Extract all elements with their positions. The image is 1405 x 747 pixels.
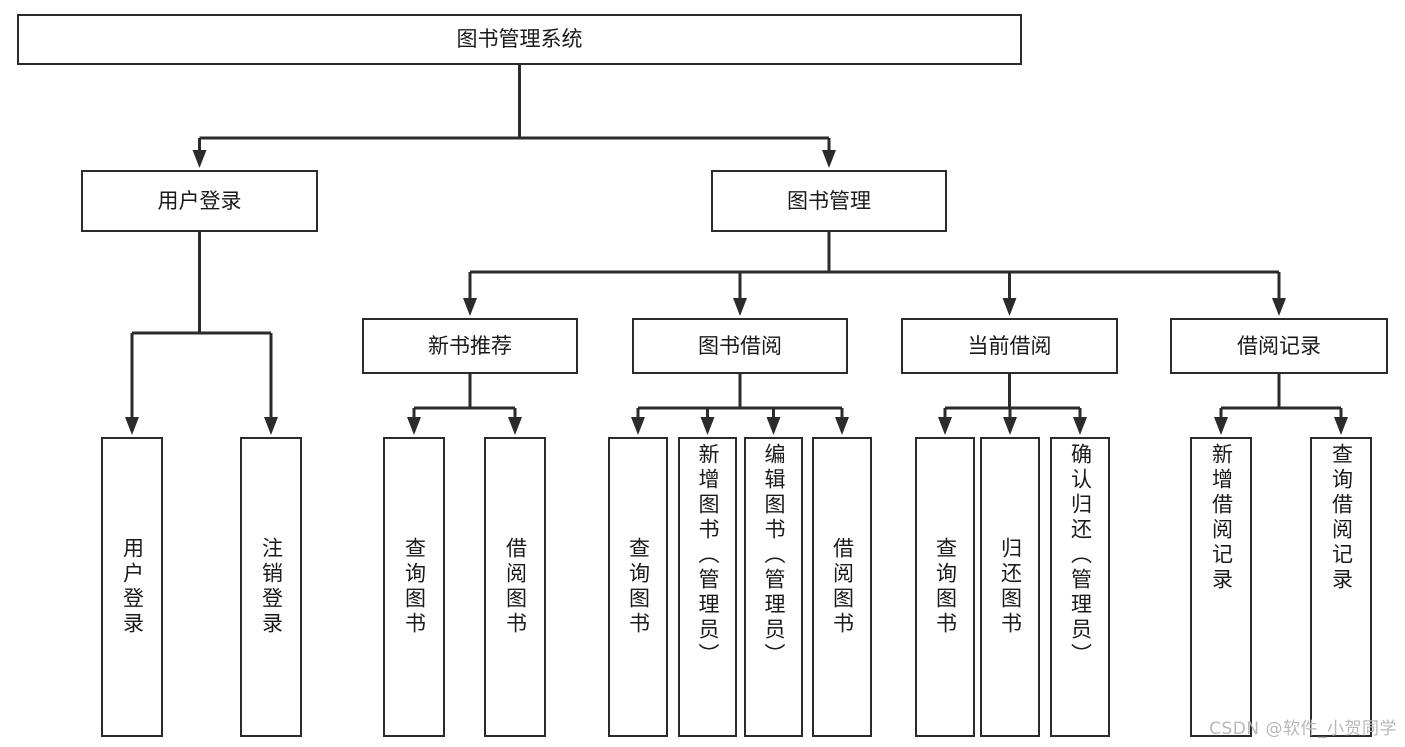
node-borrow[interactable]: 图书借阅 — [632, 318, 848, 374]
node-login[interactable]: 用户登录 — [81, 170, 318, 232]
node-label: 用户登录 — [157, 188, 242, 213]
node-label: 借阅图书 — [503, 537, 528, 637]
node-l-q3[interactable]: 查询图书 — [915, 437, 975, 737]
node-label: 编辑图书（管理员） — [762, 443, 786, 668]
node-label: 注销登录 — [259, 537, 284, 637]
node-label: 归还图书 — [998, 537, 1023, 637]
node-l-q1[interactable]: 查询图书 — [383, 437, 445, 737]
node-label: 查询图书 — [933, 537, 958, 637]
node-l-q2[interactable]: 查询图书 — [608, 437, 668, 737]
node-label: 借阅记录 — [1237, 333, 1321, 358]
node-root[interactable]: 图书管理系统 — [17, 14, 1022, 65]
node-newbook[interactable]: 新书推荐 — [362, 318, 578, 374]
node-label: 确认归还（管理员） — [1068, 443, 1093, 668]
node-label: 图书管理系统 — [456, 27, 583, 52]
node-l-b1[interactable]: 借阅图书 — [484, 437, 546, 737]
node-label: 新增借阅记录 — [1209, 443, 1234, 593]
node-records[interactable]: 借阅记录 — [1170, 318, 1388, 374]
node-bookmgmt[interactable]: 图书管理 — [711, 170, 947, 232]
node-current[interactable]: 当前借阅 — [901, 318, 1118, 374]
node-l-return[interactable]: 归还图书 — [980, 437, 1040, 737]
node-l-qrec[interactable]: 查询借阅记录 — [1310, 437, 1372, 737]
node-l-login[interactable]: 用户登录 — [101, 437, 163, 737]
node-label: 当前借阅 — [967, 333, 1052, 358]
node-l-edit[interactable]: 编辑图书（管理员） — [744, 437, 803, 737]
node-label: 查询图书 — [402, 537, 427, 637]
node-l-confirm[interactable]: 确认归还（管理员） — [1050, 437, 1110, 737]
node-label: 图书管理 — [787, 188, 871, 213]
node-label: 图书借阅 — [698, 333, 782, 358]
node-l-b2[interactable]: 借阅图书 — [812, 437, 872, 737]
node-l-logout[interactable]: 注销登录 — [240, 437, 302, 737]
node-label: 查询借阅记录 — [1329, 443, 1354, 593]
node-label: 用户登录 — [120, 537, 145, 637]
node-l-add[interactable]: 新增图书（管理员） — [678, 437, 737, 737]
node-l-addrec[interactable]: 新增借阅记录 — [1190, 437, 1252, 737]
node-label: 借阅图书 — [830, 537, 855, 637]
node-label: 查询图书 — [626, 537, 651, 637]
node-label: 新书推荐 — [428, 333, 512, 358]
node-label: 新增图书（管理员） — [696, 443, 720, 668]
